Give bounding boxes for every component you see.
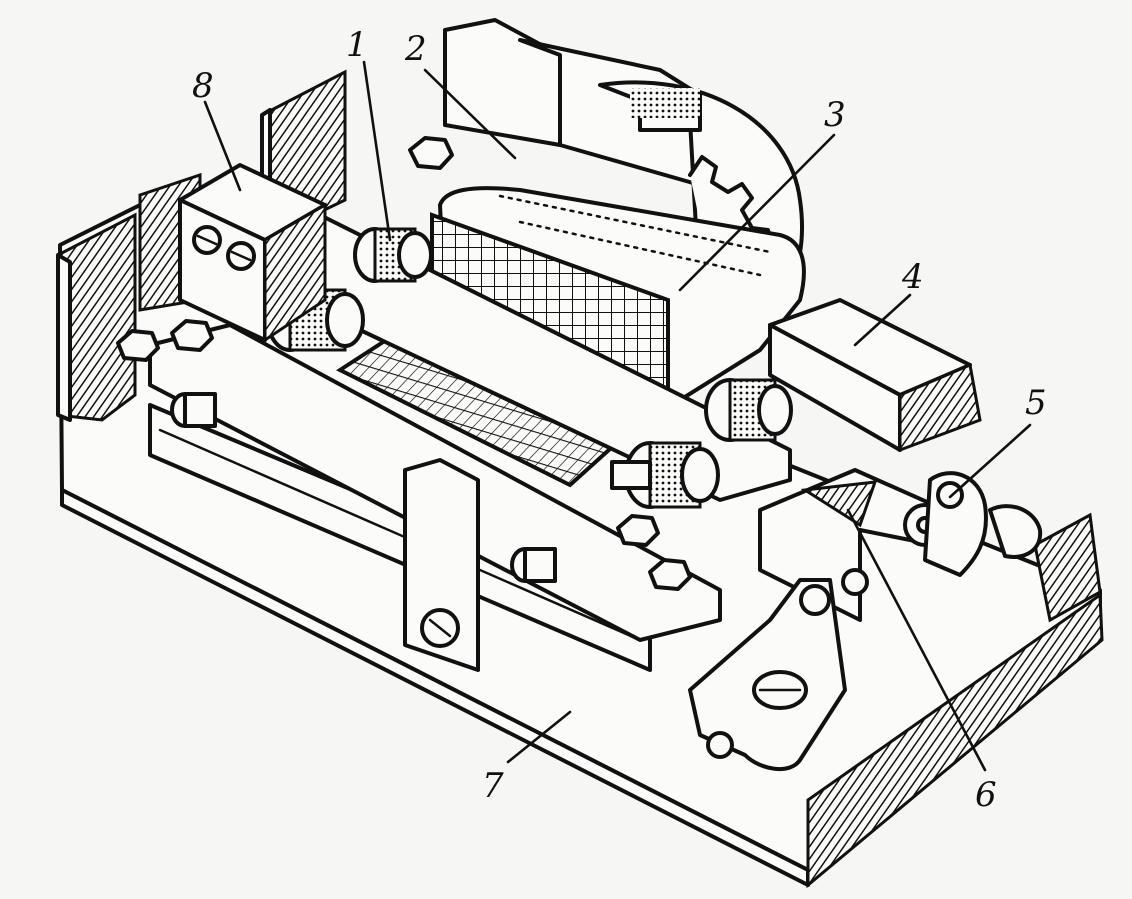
callout-4: 4: [901, 257, 924, 297]
leader-3: [678, 133, 836, 292]
callout-2: 2: [404, 29, 427, 69]
callout-3: 3: [824, 95, 846, 135]
leader-lines: [203, 60, 1032, 772]
callout-7: 7: [482, 766, 504, 806]
leader-8: [203, 100, 242, 192]
leader-5: [948, 423, 1032, 499]
callout-1: 1: [346, 25, 368, 65]
right-bracket: [768, 298, 982, 453]
leader-7: [506, 710, 572, 764]
lever-assembly: [688, 468, 1043, 772]
callout-6: 6: [975, 775, 997, 815]
mounting-block: [178, 163, 327, 343]
callout-8: 8: [192, 66, 214, 106]
callout-5: 5: [1025, 383, 1047, 423]
pins: [170, 392, 557, 583]
vertical-plate: [403, 458, 480, 672]
leader-2: [423, 68, 517, 160]
callout-labels: 1 2 3 4 5 6 7 8: [192, 25, 1047, 815]
leader-4: [853, 293, 912, 347]
leader-6: [846, 508, 987, 772]
leader-1: [362, 60, 392, 242]
